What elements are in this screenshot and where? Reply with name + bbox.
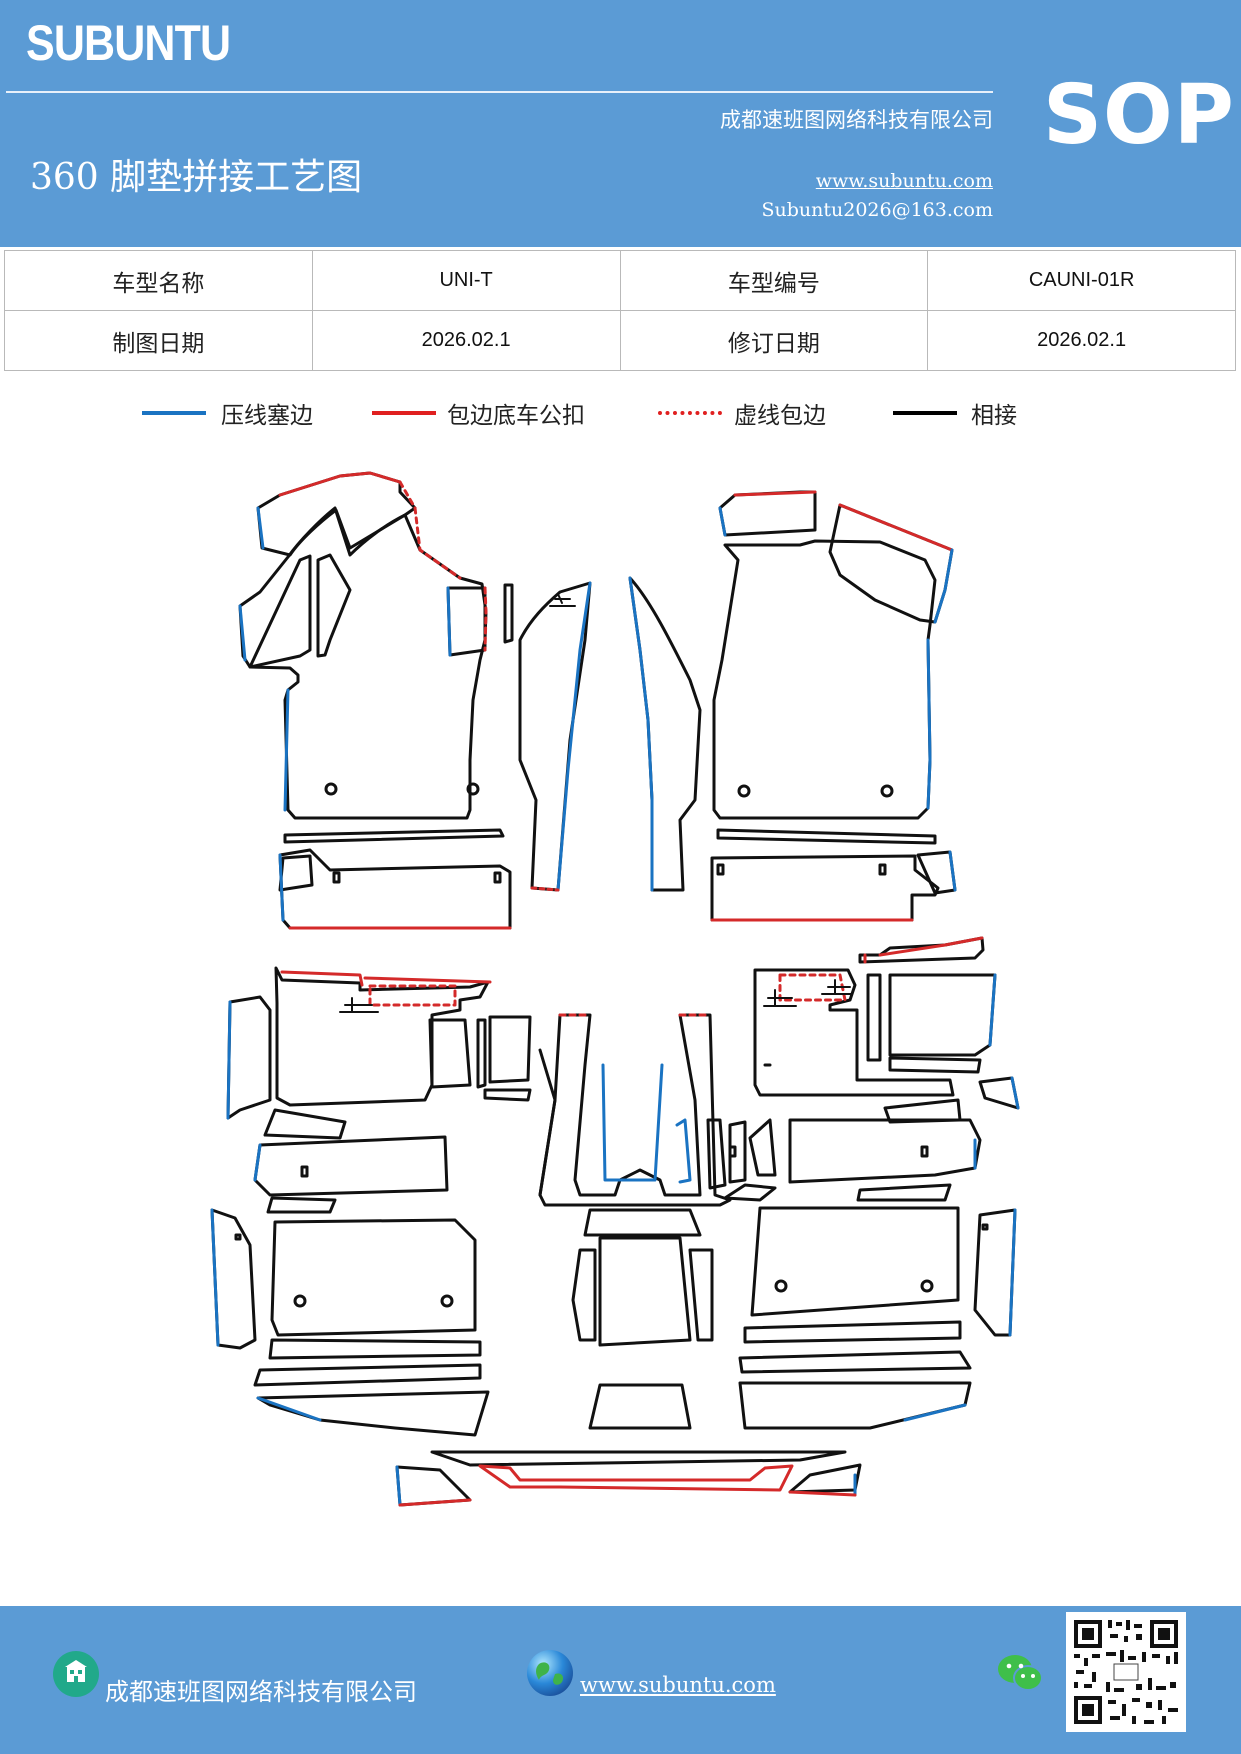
- legend-swatch-black: [893, 411, 957, 415]
- sop-badge: SOP: [1043, 68, 1235, 163]
- legend-label: 包边底车公扣: [447, 403, 585, 429]
- legend-label: 虚线包边: [734, 403, 826, 429]
- footer-website-link[interactable]: www.subuntu.com: [580, 1673, 776, 1697]
- legend-swatch-blue: [142, 411, 206, 415]
- draw-date-label: 制图日期: [4, 310, 313, 371]
- table-row: 制图日期 2026.02.1 修订日期 2026.02.1: [4, 310, 1236, 371]
- building-icon: [53, 1651, 99, 1697]
- center-tunnel-pieces: [430, 1013, 862, 1497]
- legend-label: 压线塞边: [221, 403, 313, 429]
- header-divider: [6, 91, 993, 93]
- rear-left-mat: [210, 966, 532, 1507]
- vehicle-info-table: 车型名称 UNI-T 车型编号 CAUNI-01R 制图日期 2026.02.1…: [4, 250, 1236, 371]
- document-title: 360 脚垫拼接工艺图: [30, 157, 363, 198]
- model-name-value: UNI-T: [311, 250, 621, 311]
- revise-date-value: 2026.02.1: [927, 310, 1236, 371]
- legend: 压线塞边 包边底车公扣 虚线包边 相接: [0, 396, 1241, 446]
- rear-right-mat: [675, 936, 1020, 1430]
- front-left-mat: [238, 471, 592, 930]
- footer-company: 成都速班图网络科技有限公司: [105, 1678, 417, 1706]
- table-row: 车型名称 UNI-T 车型编号 CAUNI-01R: [4, 250, 1236, 311]
- legend-label: 相接: [971, 403, 1017, 429]
- header-email: Subuntu2026@163.com: [761, 199, 993, 221]
- wechat-icon[interactable]: [996, 1651, 1044, 1695]
- globe-icon: [527, 1650, 573, 1696]
- header-banner: [0, 0, 1241, 247]
- legend-swatch-red-dashed: [658, 411, 722, 415]
- model-code-value: CAUNI-01R: [927, 250, 1236, 311]
- front-right-mat: [628, 490, 957, 922]
- header-company: 成都速班图网络科技有限公司: [720, 108, 993, 132]
- revise-date-label: 修订日期: [619, 310, 929, 371]
- model-code-label: 车型编号: [619, 250, 929, 311]
- header-website-link[interactable]: www.subuntu.com: [815, 170, 993, 192]
- draw-date-value: 2026.02.1: [311, 310, 621, 371]
- legend-swatch-red: [372, 411, 436, 415]
- brand-logo: SUBUNTU: [26, 15, 231, 71]
- mat-splice-diagram: [210, 471, 1020, 1507]
- qr-code[interactable]: [1066, 1612, 1186, 1732]
- model-name-label: 车型名称: [4, 250, 313, 311]
